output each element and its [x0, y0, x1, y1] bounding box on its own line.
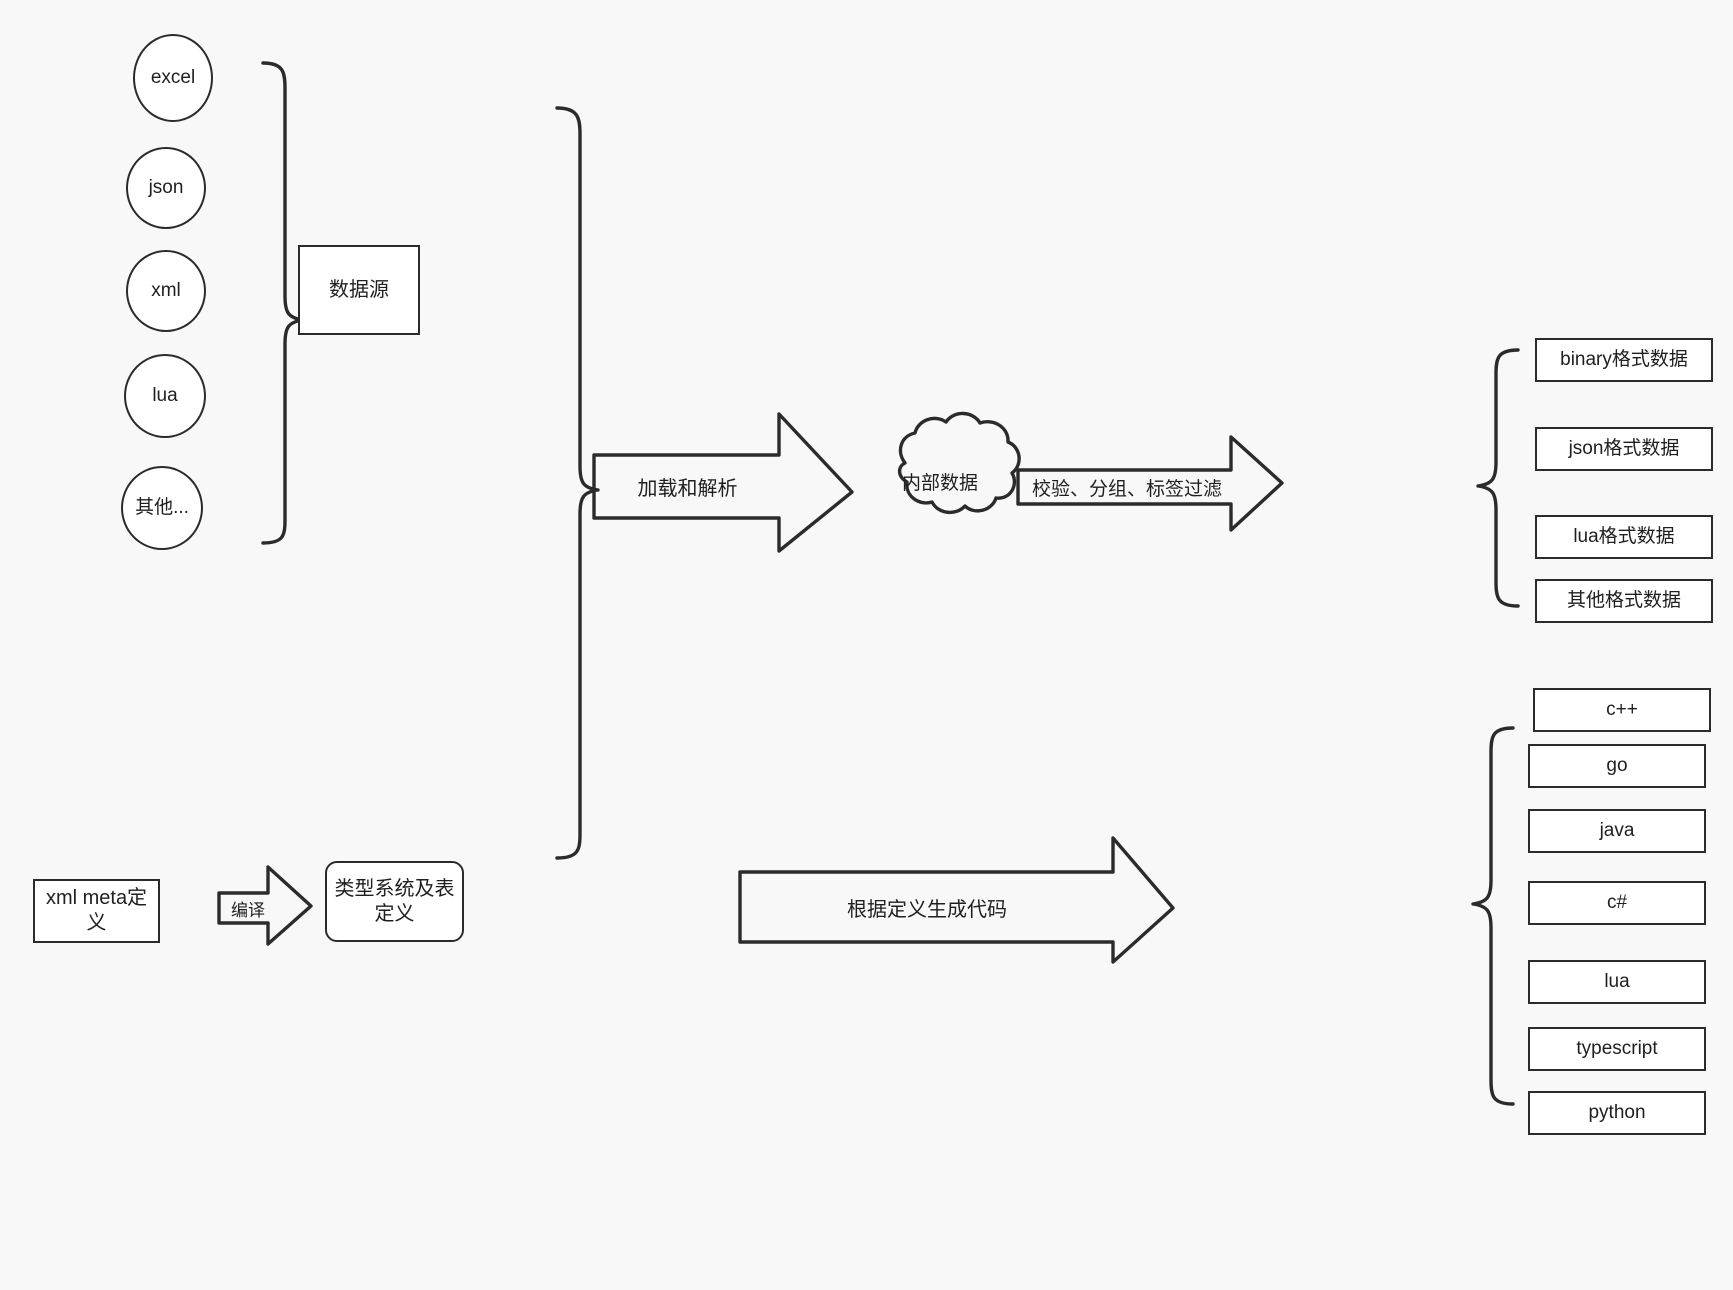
arrow-generate-code	[738, 836, 1175, 964]
xml-meta-definition-box[interactable]: xml meta定 义	[33, 879, 160, 943]
source-node-xml[interactable]: xml	[126, 250, 206, 332]
arrow-load-parse	[592, 412, 854, 553]
output-language-label: lua	[1604, 971, 1630, 993]
output-language-cpp[interactable]: c++	[1533, 688, 1711, 732]
output-language-label: java	[1599, 820, 1635, 842]
source-label: json	[148, 177, 184, 199]
brace-pipeline	[555, 106, 600, 860]
arrow-compile	[217, 865, 313, 946]
output-language-typescript[interactable]: typescript	[1528, 1027, 1706, 1071]
data-source-box[interactable]: 数据源	[298, 245, 420, 335]
internal-data-label-wrap: 内部数据	[890, 465, 990, 497]
output-language-label: c++	[1606, 699, 1638, 721]
output-language-python[interactable]: python	[1528, 1091, 1706, 1135]
cloud-internal-data	[897, 411, 1021, 514]
output-language-label: python	[1588, 1102, 1646, 1124]
validate-filter-arrow-label: 校验、分组、标签过滤	[1031, 478, 1222, 500]
brace-languages	[1471, 726, 1515, 1106]
data-source-label: 数据源	[329, 278, 389, 301]
output-language-label: c#	[1606, 892, 1628, 914]
internal-data-label: 内部数据	[901, 472, 978, 494]
brace-data-formats	[1476, 348, 1520, 608]
output-format-binary[interactable]: binary格式数据	[1535, 338, 1713, 382]
validate-filter-arrow-label-wrap: 校验、分组、标签过滤	[1022, 471, 1232, 503]
type-system-box[interactable]: 类型系统及表 定义	[325, 861, 464, 942]
source-node-json[interactable]: json	[126, 147, 206, 229]
source-label: lua	[152, 385, 178, 407]
source-node-lua[interactable]: lua	[124, 354, 206, 438]
output-language-java[interactable]: java	[1528, 809, 1706, 853]
source-node-excel[interactable]: excel	[133, 34, 213, 122]
brace-sources	[261, 61, 305, 545]
xml-meta-definition-label: xml meta定 义	[45, 887, 148, 934]
output-language-lua[interactable]: lua	[1528, 960, 1706, 1004]
output-format-label: lua格式数据	[1573, 526, 1675, 548]
output-format-lua[interactable]: lua格式数据	[1535, 515, 1713, 559]
load-parse-arrow-label-wrap: 加载和解析	[600, 470, 775, 502]
type-system-label: 类型系统及表 定义	[334, 877, 455, 925]
generate-code-arrow-label: 根据定义生成代码	[847, 898, 1007, 921]
output-language-go[interactable]: go	[1528, 744, 1706, 788]
output-format-label: 其他格式数据	[1566, 590, 1681, 612]
arrow-validate-filter	[1016, 435, 1284, 532]
source-label: 其他...	[135, 497, 189, 519]
output-language-csharp[interactable]: c#	[1528, 881, 1706, 925]
compile-arrow-label-wrap: 编译	[219, 893, 277, 923]
source-label: xml	[151, 280, 181, 302]
load-parse-arrow-label: 加载和解析	[637, 477, 738, 500]
source-label: excel	[150, 67, 196, 89]
output-language-label: typescript	[1576, 1038, 1658, 1060]
output-format-label: binary格式数据	[1560, 349, 1688, 371]
output-format-json[interactable]: json格式数据	[1535, 427, 1713, 471]
output-format-other[interactable]: 其他格式数据	[1535, 579, 1713, 623]
output-format-label: json格式数据	[1568, 438, 1680, 460]
source-node-other[interactable]: 其他...	[121, 466, 203, 550]
generate-code-arrow-label-wrap: 根据定义生成代码	[745, 891, 1109, 923]
compile-arrow-label: 编译	[231, 900, 265, 920]
output-language-label: go	[1606, 755, 1628, 777]
